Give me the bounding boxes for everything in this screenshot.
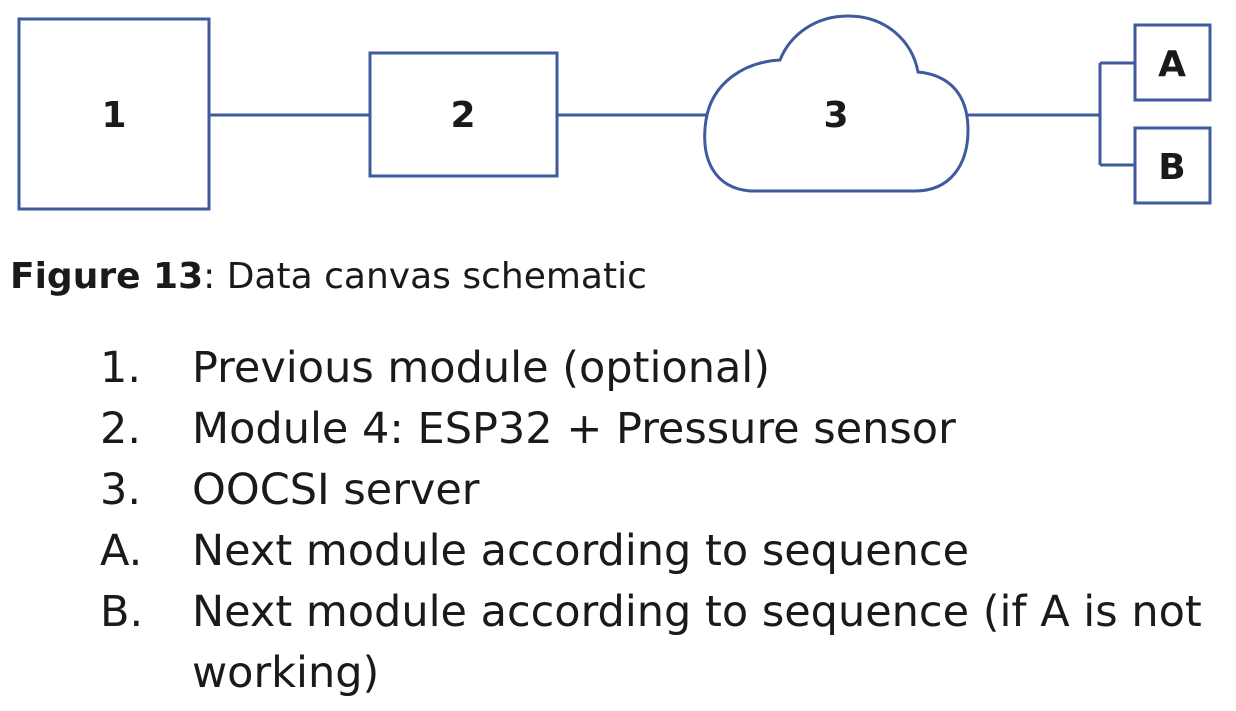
figure-caption: Figure 13: Data canvas schematic — [10, 253, 647, 301]
cloud-icon — [703, 14, 970, 193]
node-2-box — [368, 51, 559, 178]
data-canvas-diagram: 1 2 3 A B — [17, 14, 1212, 211]
node-1: 1 — [17, 17, 211, 211]
node-a: A — [1133, 23, 1212, 102]
node-1-box — [17, 17, 211, 211]
legend-marker: 1. — [100, 343, 142, 393]
legend-item: 2. Module 4: ESP32 + Pressure sensor — [100, 399, 1220, 460]
node-3: 3 — [703, 14, 970, 193]
figure-title: : Data canvas schematic — [203, 256, 647, 297]
node-1-label: 1 — [101, 95, 126, 136]
legend-item: B. Next module according to sequence (if… — [100, 582, 1220, 704]
node-a-label: A — [1158, 44, 1186, 85]
legend-text: Previous module (optional) — [192, 343, 771, 393]
figure-number: Figure 13 — [10, 256, 204, 297]
legend-item: 3. OOCSI server — [100, 460, 1220, 521]
legend-marker: B. — [100, 587, 144, 637]
legend-list: 1. Previous module (optional) 2. Module … — [100, 338, 1220, 704]
legend-marker: 3. — [100, 465, 142, 515]
legend-text: OOCSI server — [192, 465, 480, 515]
node-2-label: 2 — [450, 95, 475, 136]
legend-marker: 2. — [100, 404, 142, 454]
node-b: B — [1133, 126, 1212, 205]
node-b-label: B — [1158, 147, 1185, 188]
legend-marker: A. — [100, 526, 143, 576]
edge-3-branch — [968, 61, 1135, 167]
legend-item: 1. Previous module (optional) — [100, 338, 1220, 399]
node-a-box — [1133, 23, 1212, 102]
legend-item: A. Next module according to sequence — [100, 521, 1220, 582]
legend-text: Next module according to sequence (if A … — [192, 587, 1202, 698]
legend-text: Module 4: ESP32 + Pressure sensor — [192, 404, 956, 454]
node-3-label: 3 — [823, 95, 848, 136]
node-b-box — [1133, 126, 1212, 205]
legend-text: Next module according to sequence — [192, 526, 970, 576]
node-2: 2 — [368, 51, 559, 178]
